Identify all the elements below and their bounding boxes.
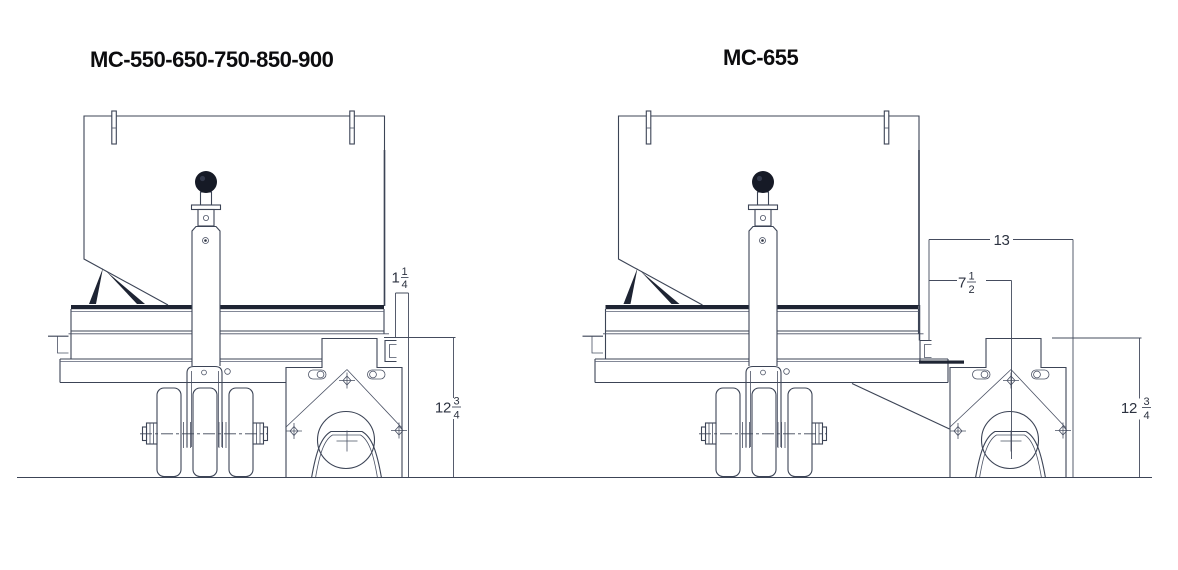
left-machine-drawing: MC-550-650-750-850-900 1 1 4 12 3 — [47, 47, 461, 478]
svg-text:7: 7 — [958, 275, 966, 292]
dim-width-label: 13 — [993, 232, 1009, 249]
left-drawing-title: MC-550-650-750-850-900 — [90, 47, 334, 72]
right-drawing-title: MC-655 — [723, 45, 799, 70]
svg-text:12: 12 — [435, 400, 451, 417]
svg-text:3: 3 — [453, 396, 459, 408]
svg-text:4: 4 — [1143, 410, 1149, 422]
right-machine-drawing: MC-655 13 7 1 2 — [581, 45, 1151, 478]
svg-text:4: 4 — [453, 410, 459, 422]
svg-text:12: 12 — [1121, 400, 1137, 417]
dim-label-height-right: 12 3 4 — [1121, 396, 1151, 422]
dim-label-center: 7 1 2 — [958, 271, 976, 296]
svg-text:3: 3 — [1143, 396, 1149, 408]
diagonal-brace — [851, 383, 950, 430]
right-dimension-lines: 13 7 1 2 12 3 4 — [928, 232, 1151, 478]
svg-text:1: 1 — [401, 266, 407, 278]
svg-text:1: 1 — [968, 271, 974, 283]
dim-label-offset: 1 1 4 — [391, 266, 409, 291]
svg-text:1: 1 — [391, 270, 399, 287]
left-dimension-lines: 1 1 4 12 3 4 — [384, 266, 461, 478]
svg-text:4: 4 — [401, 279, 407, 291]
svg-text:2: 2 — [968, 284, 974, 296]
dim-label-height-left: 12 3 4 — [435, 396, 461, 422]
hitch-bar — [919, 360, 964, 364]
